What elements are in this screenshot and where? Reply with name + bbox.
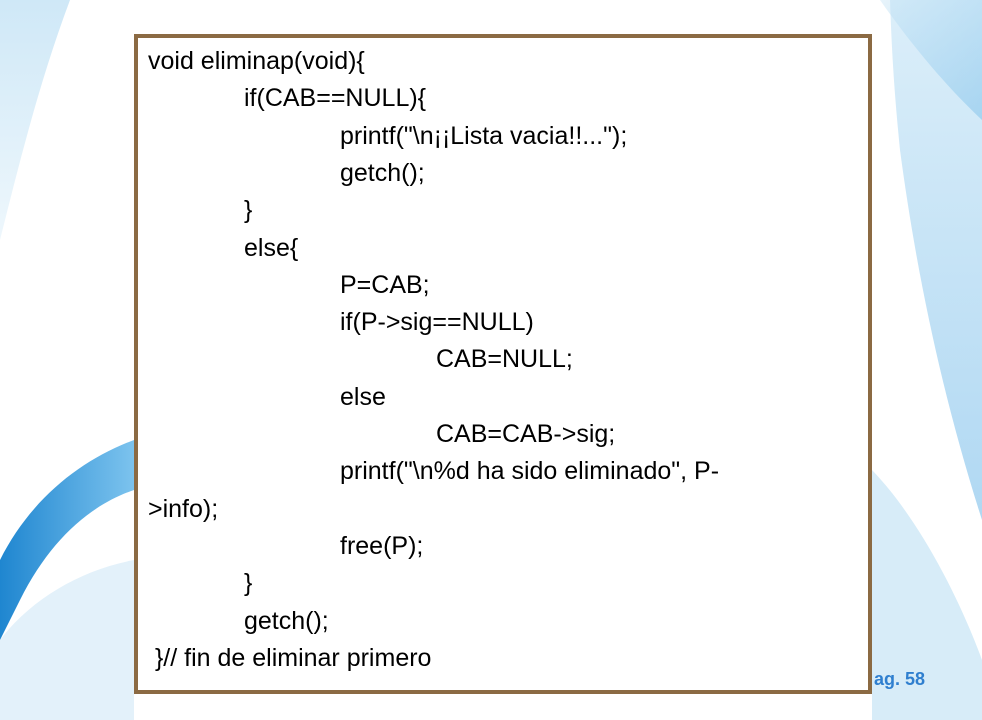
code-line: void eliminap(void){	[148, 47, 365, 75]
code-line: CAB=NULL;	[436, 345, 573, 374]
code-line: else	[340, 382, 386, 411]
code-line: getch();	[340, 158, 425, 187]
code-line: free(P);	[340, 531, 424, 560]
code-line: }	[244, 569, 253, 598]
code-line: printf("\n%d ha sido eliminado", P-	[340, 457, 720, 486]
code-line: CAB=CAB->sig;	[436, 420, 616, 448]
code-line: P=CAB;	[340, 270, 430, 299]
page-number: ag. 58	[874, 669, 926, 689]
code-line: else{	[244, 233, 299, 262]
left-blue-arc	[0, 440, 134, 640]
code-line: }	[244, 196, 253, 225]
top-left-swoosh	[0, 0, 70, 240]
code-line: getch();	[244, 606, 329, 635]
right-band-swoosh	[890, 0, 982, 520]
code-frame: void eliminap(void){ if(CAB==NULL){ printf…	[134, 34, 872, 694]
right-lower-swoosh	[872, 470, 982, 720]
code-line: if(P->sig==NULL)	[340, 308, 534, 337]
code-line: printf("\n¡¡Lista vacia!!...");	[340, 121, 628, 150]
code-line: }// fin de eliminar primero	[148, 643, 432, 672]
code-line: >info);	[148, 494, 219, 523]
code-line: if(CAB==NULL){	[244, 84, 427, 113]
left-light-wave	[0, 560, 134, 720]
